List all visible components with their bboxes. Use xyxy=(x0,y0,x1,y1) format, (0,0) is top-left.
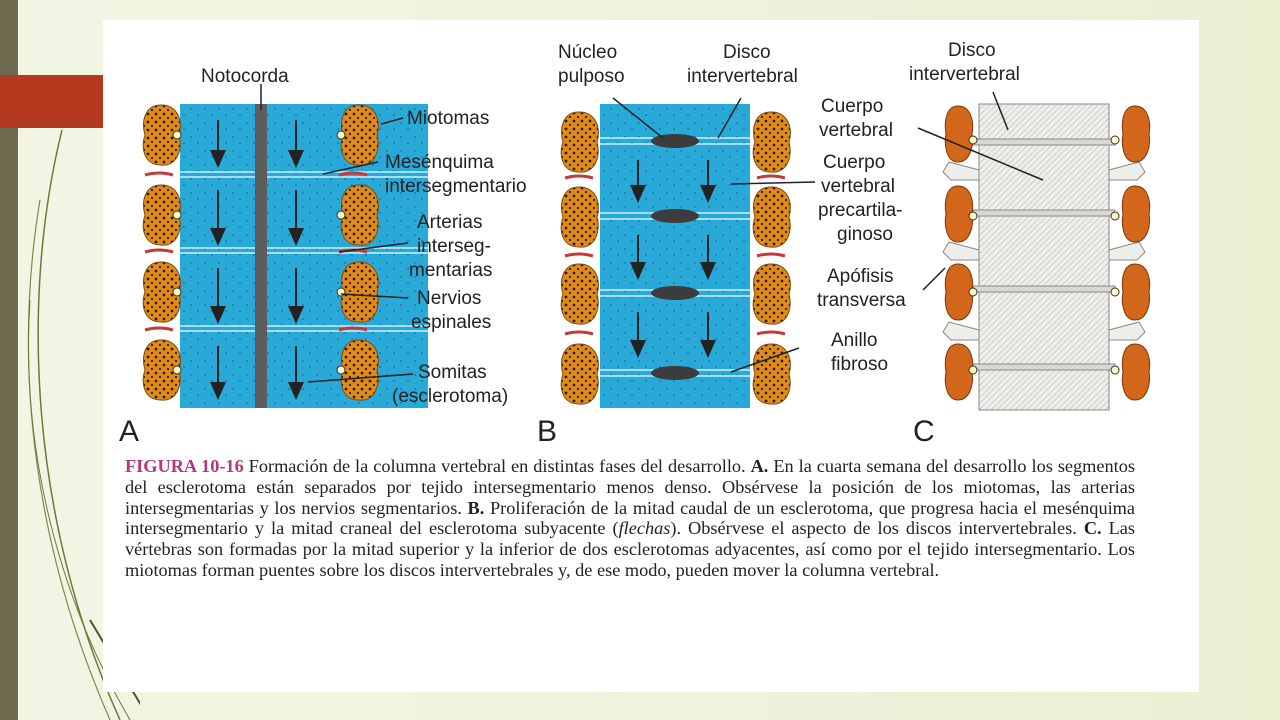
label-nervios-2: espinales xyxy=(411,312,491,333)
panel-a: A Notocorda Miotomas Mesénquima interseg… xyxy=(119,66,527,448)
arrows-a xyxy=(210,120,304,400)
label-cuerpo-c-1: Cuerpo xyxy=(821,96,883,117)
spinal-nerves-c xyxy=(968,135,1120,375)
arrows-b xyxy=(630,160,716,358)
label-nervios-1: Nervios xyxy=(417,288,481,309)
label-mesenquima-1: Mesénquima xyxy=(385,152,494,173)
transverse-processes-c xyxy=(942,161,1146,341)
figure-panel: A Notocorda Miotomas Mesénquima interseg… xyxy=(103,20,1199,692)
caption-b-text-2: ). Obsérvese el aspecto de los discos in… xyxy=(670,518,1084,539)
leader-lines-b xyxy=(612,97,816,373)
nucleus-pulposus-b xyxy=(651,134,699,380)
caption-b-italic: flechas xyxy=(618,518,671,539)
figure-number: FIGURA 10-16 xyxy=(125,456,244,476)
caption-a-text: En la cuarta semana del desarrollo los s… xyxy=(125,456,1135,518)
figure-caption: FIGURA 10-16 Formación de la columna ver… xyxy=(125,456,1135,581)
caption-intro: Formación de la columna vertebral en dis… xyxy=(243,456,751,476)
label-apofisis-2: transversa xyxy=(817,290,906,311)
label-cuerpo-prec-3: precartila- xyxy=(818,200,902,221)
caption-c-text: Las vértebras son formadas por la mitad … xyxy=(125,518,1135,580)
leader-lines-c xyxy=(917,91,1044,291)
caption-a-label: A. xyxy=(750,456,769,476)
label-arterias-2: interseg- xyxy=(417,236,491,257)
intersegmental-arteries-a xyxy=(144,171,368,332)
arteries-b xyxy=(564,174,786,336)
vertebral-bodies-c xyxy=(978,103,1110,411)
label-cuerpo-c-2: vertebral xyxy=(819,120,893,141)
label-disco-b-1: Disco xyxy=(723,42,771,63)
label-miotomas: Miotomas xyxy=(407,108,489,129)
label-cuerpo-prec-2: vertebral xyxy=(821,176,895,197)
leader-lines-a xyxy=(260,84,414,383)
label-cuerpo-prec-1: Cuerpo xyxy=(823,152,885,173)
caption-b-label: B. xyxy=(467,497,485,518)
intersegmental-bands-a xyxy=(180,171,428,332)
notochord xyxy=(255,104,267,408)
label-mesenquima-2: intersegmentario xyxy=(385,176,527,197)
panel-c: C Disco intervertebral Cuerpo vertebral … xyxy=(817,40,1151,448)
label-somitas-2: (esclerotoma) xyxy=(392,386,508,407)
sclerotome-column-b xyxy=(600,104,750,408)
label-disco-c-1: Disco xyxy=(948,40,996,61)
label-disco-b-2: intervertebral xyxy=(687,66,798,87)
panel-c-letter: C xyxy=(913,415,935,448)
label-somitas-1: Somitas xyxy=(418,362,487,383)
vertebral-column-figure: A Notocorda Miotomas Mesénquima interseg… xyxy=(119,40,1151,448)
label-cuerpo-prec-4: ginoso xyxy=(837,224,893,245)
label-nucleo-1: Núcleo xyxy=(558,42,617,63)
label-arterias-1: Arterias xyxy=(417,212,482,233)
left-decorative-bar xyxy=(0,0,18,720)
label-nucleo-2: pulposo xyxy=(558,66,625,87)
panel-a-letter: A xyxy=(119,415,139,448)
label-apofisis-1: Apófisis xyxy=(827,266,894,287)
label-arterias-3: mentarias xyxy=(409,260,492,281)
label-anillo-2: fibroso xyxy=(831,354,888,375)
label-disco-c-2: intervertebral xyxy=(909,64,1020,85)
label-notocorda: Notocorda xyxy=(201,66,289,87)
accent-block xyxy=(0,75,104,128)
label-anillo-1: Anillo xyxy=(831,330,877,351)
spinal-nerves-a xyxy=(172,130,346,375)
decorative-leaf-lines xyxy=(27,129,140,720)
caption-c-label: C. xyxy=(1083,518,1102,539)
panel-b-letter: B xyxy=(537,415,557,448)
panel-b: B Núcleo pulposo Disco intervertebral Cu… xyxy=(537,42,902,448)
caption-b-text-1: Proliferación de la mitad caudal de un e… xyxy=(125,497,1135,539)
